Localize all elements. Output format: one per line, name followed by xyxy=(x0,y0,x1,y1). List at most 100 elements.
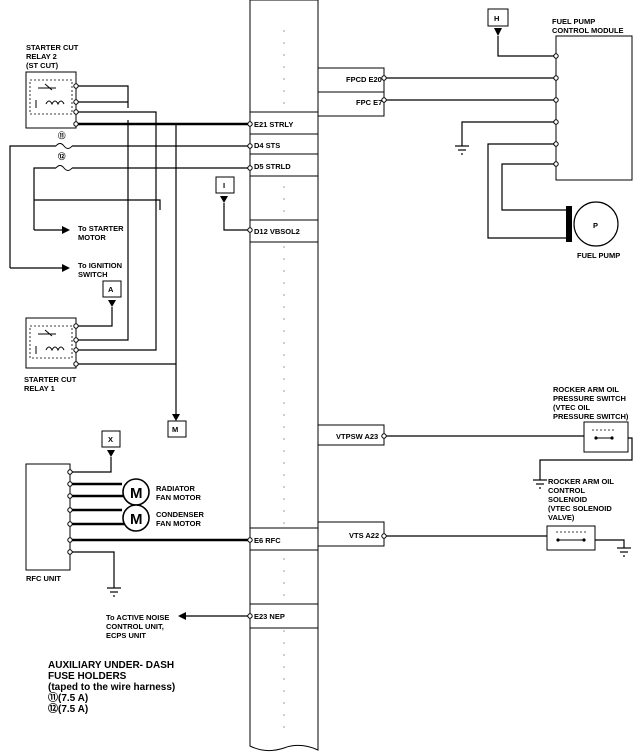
fuel-pump-label: FUEL PUMP xyxy=(577,251,620,260)
wire-rocker-ground xyxy=(539,437,633,480)
fuse-11 xyxy=(55,143,73,149)
pin-label-vtpsw: VTPSW A23 xyxy=(336,432,378,441)
rocker-solenoid-label-2: CONTROL xyxy=(548,486,585,495)
to-starter-label-2: MOTOR xyxy=(78,233,106,242)
arrow-up-icon xyxy=(220,196,228,203)
terminal-dot xyxy=(73,121,79,127)
connector-m xyxy=(167,420,187,438)
arrow-right-icon xyxy=(62,264,70,272)
wire-a xyxy=(76,307,113,327)
rocker-arm-oil-control-solenoid xyxy=(546,525,596,551)
connector-i-label: I xyxy=(223,181,225,190)
terminal-dot xyxy=(247,613,253,619)
terminal-dot xyxy=(73,347,79,353)
wire-relay2-c xyxy=(76,111,157,351)
to-ignition-label-1: To IGNITION xyxy=(78,261,122,270)
to-starter-label-1: To STARTER xyxy=(78,224,124,233)
fuse-11-label: ⑪ xyxy=(58,130,66,140)
note-line-1: AUXILIARY UNDER- DASH xyxy=(48,660,174,671)
rocker-solenoid-label-5: VALVE) xyxy=(548,513,575,522)
to-anc-label-2: CONTROL UNIT, xyxy=(106,622,164,631)
fuel-pump-module-box xyxy=(555,35,633,181)
wire-fuse11-left xyxy=(9,145,56,268)
terminal-dot xyxy=(67,507,73,513)
terminal-dot xyxy=(73,83,79,89)
ecm-block xyxy=(249,0,319,752)
condenser-fan-label-1: CONDENSER xyxy=(156,510,205,519)
arrow-up-icon xyxy=(107,450,115,457)
rfc-unit-label: RFC UNIT xyxy=(26,574,61,583)
terminal-dot xyxy=(73,109,79,115)
wire-d5-branch xyxy=(34,199,161,210)
rocker-switch-label-2: PRESSURE SWITCH xyxy=(553,394,626,403)
pin-tab-e23 xyxy=(249,603,319,629)
pin-tab-vts xyxy=(317,521,385,547)
fuse-12 xyxy=(55,165,73,171)
relay2-label-3: (ST CUT) xyxy=(26,61,59,70)
terminal-dot xyxy=(553,141,559,147)
pin-label-d12: D12 VBSOL2 xyxy=(254,227,300,236)
rocker-solenoid-label-3: SOLENOID xyxy=(548,495,588,504)
rocker-switch-label-4: PRESSURE SWITCH) xyxy=(553,412,629,421)
fuel-pump-motor: P xyxy=(566,201,619,247)
wire-fuse12-left xyxy=(33,167,56,230)
terminal-dot xyxy=(73,99,79,105)
wire-ground-module xyxy=(461,121,556,146)
terminal-dot xyxy=(247,121,253,127)
terminal-dot xyxy=(73,337,79,343)
pin-label-d5: D5 STRLD xyxy=(254,162,291,171)
connector-a xyxy=(102,280,122,298)
ground-icon xyxy=(533,479,547,489)
note-line-5: ⑫(7.5 A) xyxy=(48,702,88,715)
fuel-pump-module-label-2: CONTROL MODULE xyxy=(552,26,624,35)
relay1-label-1: STARTER CUT xyxy=(24,375,77,384)
arrow-right-icon xyxy=(62,226,70,234)
condenser-fan-motor-letter: M xyxy=(130,511,143,528)
pin-label-e23: E23 NEP xyxy=(254,612,285,621)
arrow-down-icon xyxy=(172,414,180,421)
relay2-label-1: STARTER CUT xyxy=(26,43,79,52)
arrow-up-icon xyxy=(494,28,502,36)
starter-cut-relay-2 xyxy=(25,71,77,129)
rocker-solenoid-label-4: (VTEC SOLENOID xyxy=(548,504,612,513)
connector-m-label: M xyxy=(172,425,178,434)
pin-label-e21: E21 STRLY xyxy=(254,120,293,129)
terminal-dot xyxy=(247,227,253,233)
rocker-switch-label-1: ROCKER ARM OIL xyxy=(553,385,619,394)
starter-cut-relay-1 xyxy=(25,317,77,369)
wire-rfc-ground xyxy=(70,551,115,588)
terminal-dot xyxy=(67,537,73,543)
ground-icon xyxy=(107,587,121,597)
terminal-dot xyxy=(67,493,73,499)
to-anc-label-3: ECPS UNIT xyxy=(106,631,146,640)
wire-relay2-a xyxy=(76,85,129,102)
wire-x xyxy=(70,457,112,473)
terminal-dot xyxy=(73,361,79,367)
fuel-pump-motor-letter: P xyxy=(593,221,598,230)
terminal-dot xyxy=(553,75,559,81)
to-anc-label-1: To ACTIVE NOISE xyxy=(106,613,169,622)
radiator-fan-label-2: FAN MOTOR xyxy=(156,493,201,502)
terminal-dot xyxy=(553,53,559,59)
terminal-dot xyxy=(553,161,559,167)
terminal-dot xyxy=(67,469,73,475)
terminal-dot xyxy=(381,97,387,103)
terminal-dot xyxy=(67,549,73,555)
connector-h-label: H xyxy=(494,14,499,23)
wire-h xyxy=(497,36,556,57)
connector-x-label: X xyxy=(108,435,113,444)
terminal-dot xyxy=(553,119,559,125)
pin-label-e6: E6 RFC xyxy=(254,536,281,545)
wire-relay1-a xyxy=(76,120,129,341)
pin-label-d4: D4 STS xyxy=(254,141,280,150)
wire-solenoid-ground xyxy=(595,539,625,548)
pin-label-fpc: FPC E7 xyxy=(356,98,382,107)
radiator-fan-motor-letter: M xyxy=(130,485,143,502)
to-ignition-label-2: SWITCH xyxy=(78,270,108,279)
arrow-up-icon xyxy=(108,300,116,307)
pin-label-vts: VTS A22 xyxy=(349,531,379,540)
terminal-dot xyxy=(381,433,387,439)
terminal-dot xyxy=(553,97,559,103)
connector-a-label: A xyxy=(108,285,114,294)
